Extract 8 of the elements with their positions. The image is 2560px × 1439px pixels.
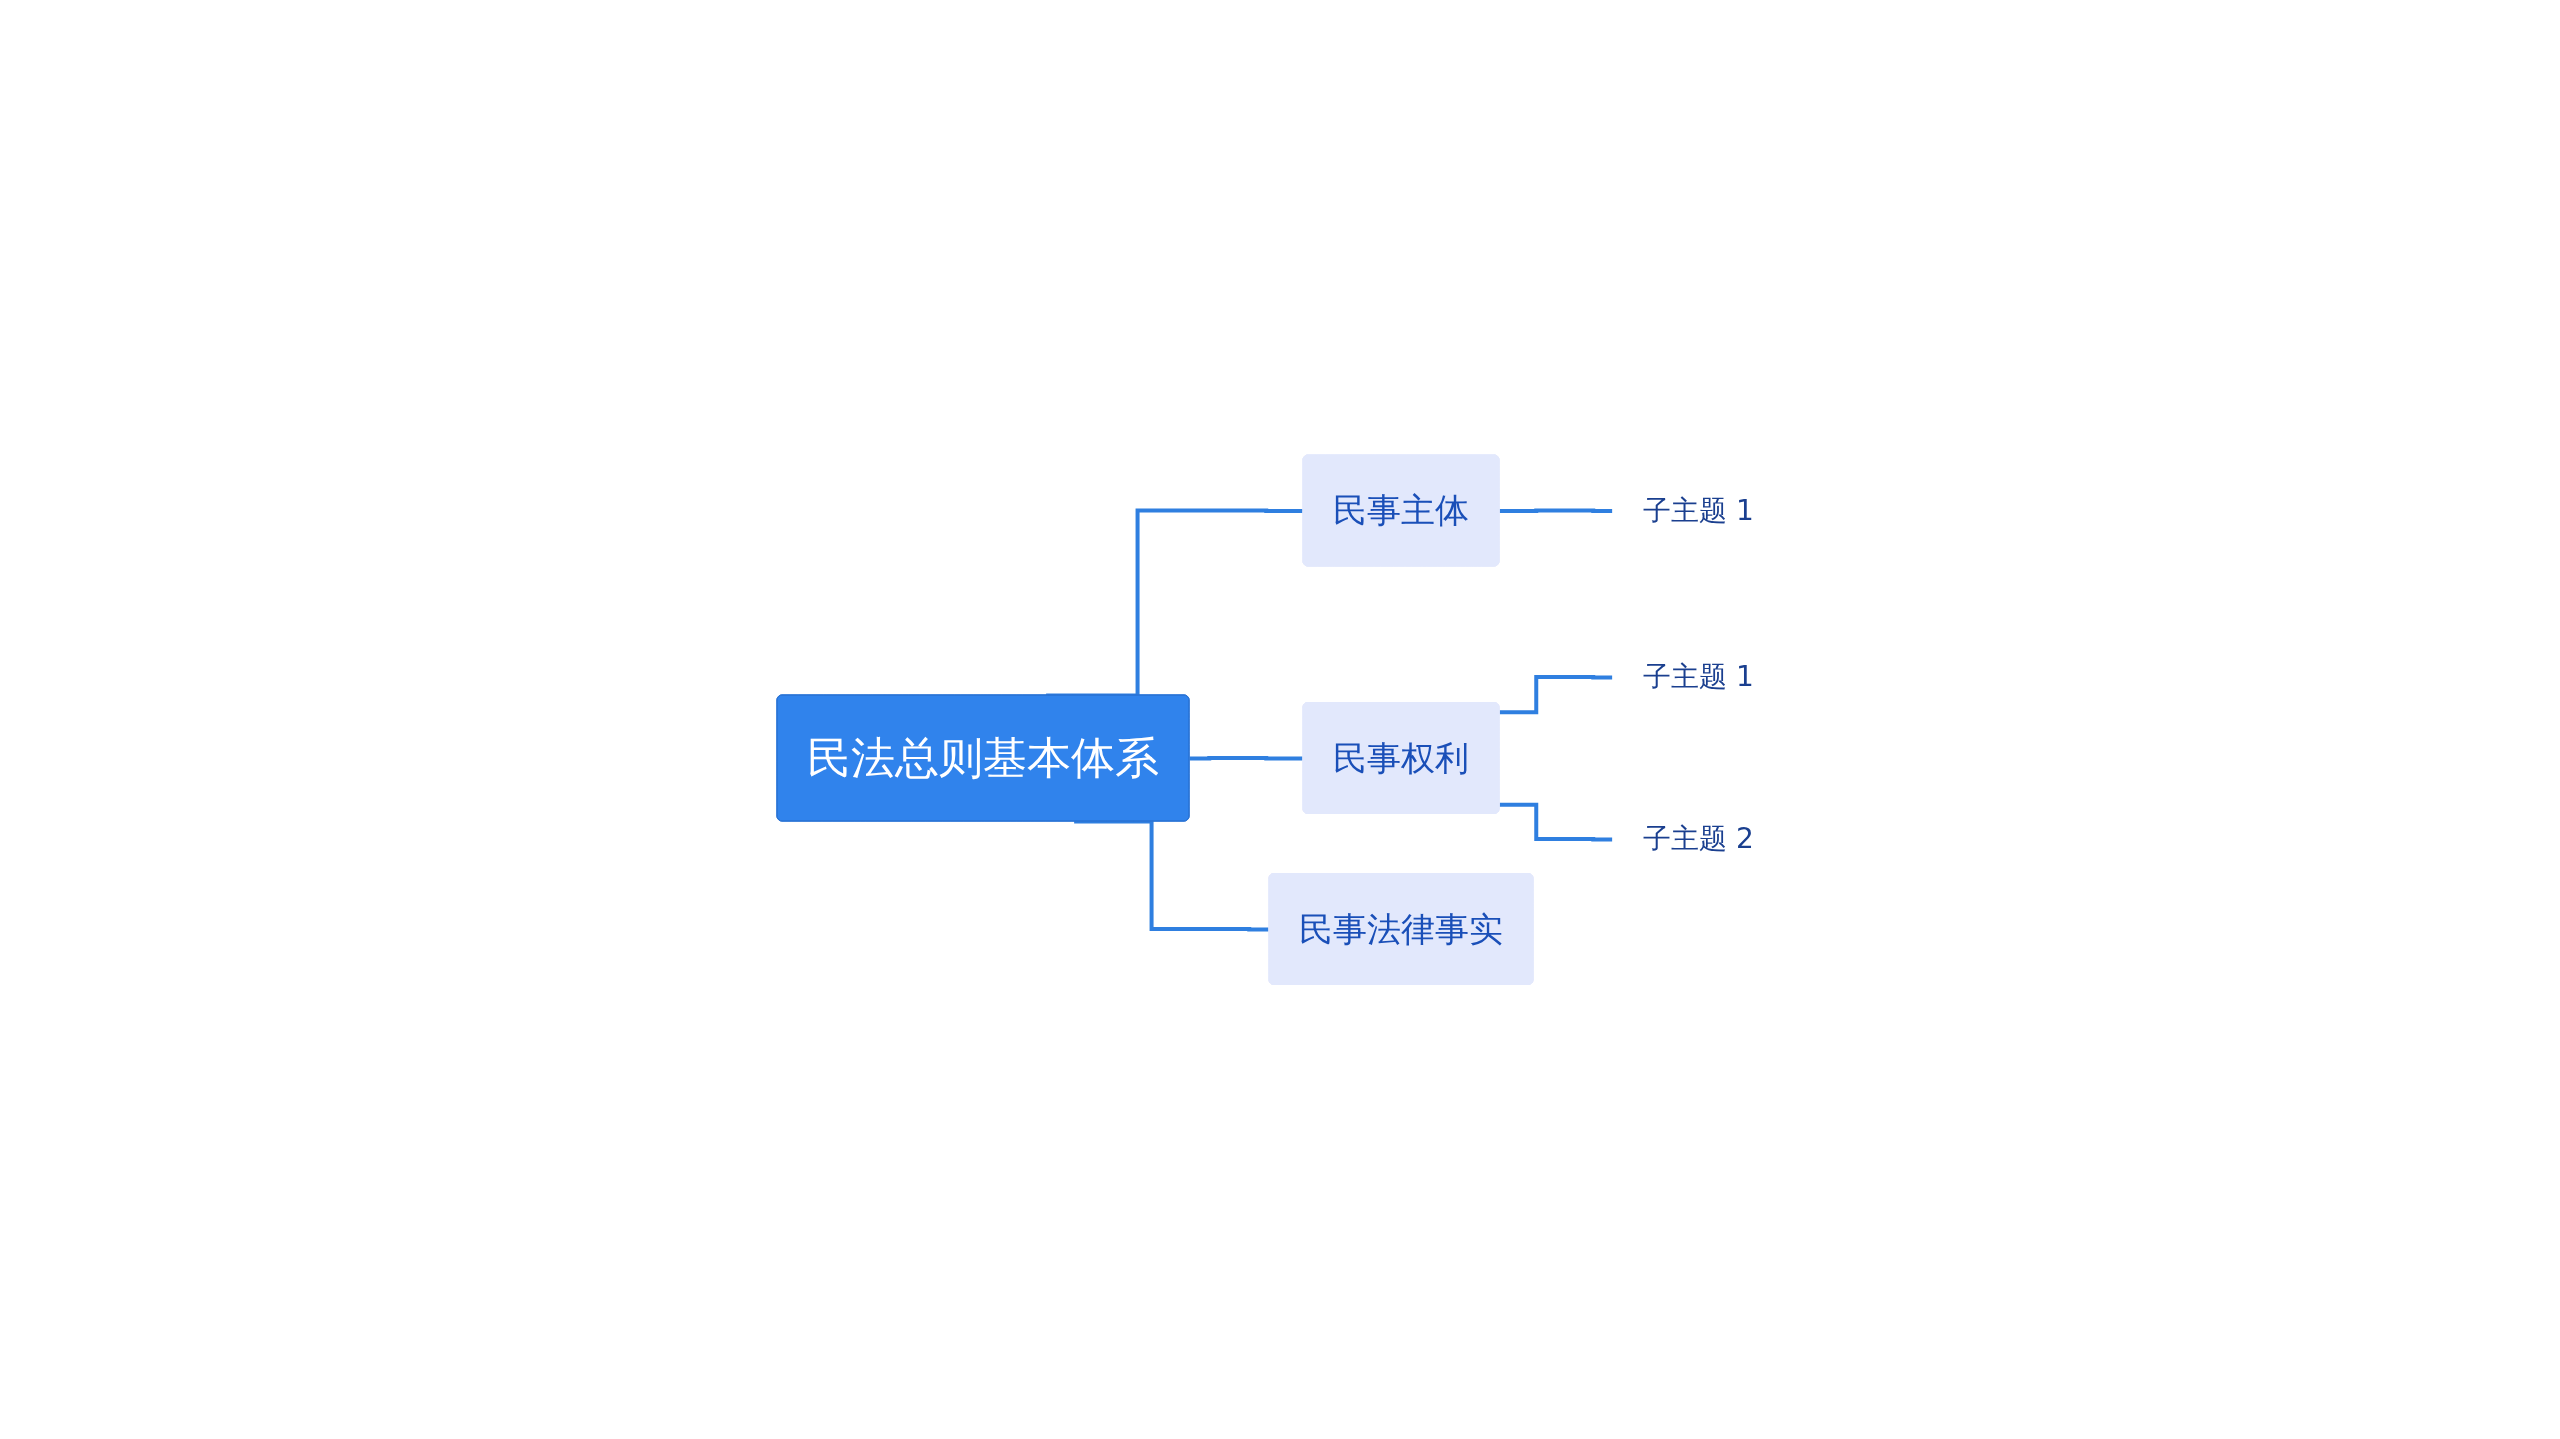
connector <box>1499 802 1614 842</box>
node-text: 子主题 2 <box>1642 821 1754 855</box>
connector <box>1499 508 1614 513</box>
node-text: 子主题 1 <box>1642 659 1754 693</box>
connector <box>1499 674 1614 715</box>
connector <box>1073 819 1270 932</box>
connector <box>1189 755 1304 761</box>
node-text: 子主题 1 <box>1642 493 1754 527</box>
